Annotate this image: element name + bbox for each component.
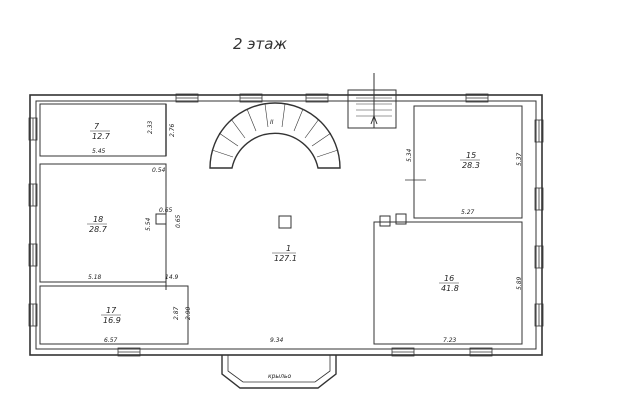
- dimension-label: 2.76: [169, 123, 176, 137]
- room-15-walls: [413, 105, 523, 219]
- porch-bay: [221, 355, 337, 389]
- shaft-box: [379, 215, 391, 227]
- room-area: 41.8: [441, 284, 459, 293]
- dimension-label: 7.23: [443, 337, 457, 344]
- room-area: 16.9: [103, 316, 121, 325]
- room-7-label: 7 12.7: [90, 122, 111, 141]
- room-18-label: 18 28.7: [87, 215, 108, 234]
- room-1-label: 1 127.1: [272, 244, 297, 263]
- dimension-label: 5.45: [92, 148, 106, 155]
- dimension-label: 5.54: [145, 217, 152, 231]
- dimension-label: 0.65: [159, 207, 173, 214]
- stair-well: [347, 89, 397, 129]
- dimension-label: 5.37: [516, 152, 523, 166]
- dimension-label: 5.34: [406, 148, 413, 162]
- windows-top: [175, 93, 489, 103]
- porch-label: крыльо: [268, 373, 292, 380]
- room-16-label: 16 41.8: [439, 274, 459, 293]
- dimension-label: 5.89: [516, 276, 523, 290]
- dimension-label: 0.54: [152, 167, 166, 174]
- dimension-label: 2.90: [185, 306, 192, 320]
- dimension-label: 0.65: [175, 214, 182, 228]
- windows-bottom: [117, 347, 493, 357]
- room-16-walls: [373, 221, 523, 345]
- room-number: 16: [444, 274, 454, 283]
- outer-wall: [29, 94, 543, 356]
- dimension-label: 2.33: [147, 120, 154, 134]
- room-number: 7: [94, 122, 100, 131]
- stair-mark: II: [270, 119, 274, 126]
- room-number: 1: [286, 244, 291, 253]
- shaft-box-2: [395, 213, 407, 225]
- room-17-walls: [39, 285, 189, 345]
- room-15-label: 15 28.3: [460, 151, 480, 170]
- dimension-label: 14.9: [165, 274, 179, 281]
- floor-title: 2 этаж: [233, 35, 287, 53]
- column-left: [155, 213, 167, 225]
- dimension-label: 9.34: [270, 337, 284, 344]
- room-17-label: 17 16.9: [101, 306, 121, 325]
- dimension-label: 2.87: [173, 306, 180, 320]
- room-number: 17: [106, 306, 117, 315]
- spiral-staircase: [209, 102, 341, 169]
- room-area: 28.7: [89, 225, 108, 234]
- dimension-label: 6.57: [104, 337, 118, 344]
- column-center: [278, 215, 292, 229]
- windows-left: [28, 117, 38, 327]
- room-number: 15: [466, 151, 476, 160]
- outer-wall-inner: [35, 100, 537, 350]
- room-area: 127.1: [274, 254, 297, 263]
- room-number: 18: [93, 215, 103, 224]
- room-area: 12.7: [92, 132, 111, 141]
- dimension-label: 5.27: [461, 209, 475, 216]
- room-area: 28.3: [462, 161, 480, 170]
- windows-right: [534, 119, 544, 327]
- dimension-label: 5.18: [88, 274, 102, 281]
